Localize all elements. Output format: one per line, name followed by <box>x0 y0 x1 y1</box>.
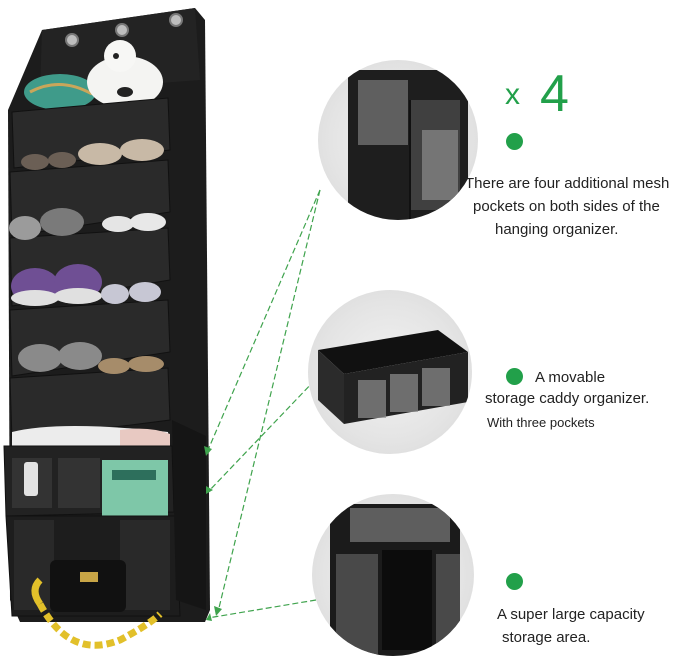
caption-storage-title: A super large capacity <box>497 606 645 623</box>
grommet <box>65 33 79 47</box>
caption-caddy-line: storage caddy organizer. <box>485 390 650 407</box>
bullet-dot <box>506 573 523 590</box>
caption-storage-line: storage area. <box>502 629 591 646</box>
ball <box>24 74 96 110</box>
jump-rope <box>36 602 163 649</box>
detail-storage-area <box>312 494 474 656</box>
shoes-row-4 <box>18 342 164 374</box>
caption-line: pockets on both sides of the <box>473 198 660 215</box>
plush-bear <box>87 56 163 108</box>
bullet-dot <box>506 133 523 150</box>
caption-line: hanging organizer. <box>495 221 619 238</box>
grommet <box>169 13 183 27</box>
bullet-dot <box>506 368 523 385</box>
shoes-row-3 <box>11 264 161 306</box>
caption-line: There are four additional mesh <box>465 175 670 192</box>
shoes-row-2 <box>9 208 166 240</box>
callout-arrows <box>207 189 321 619</box>
detail-mesh-pockets <box>318 60 478 220</box>
badge-multiplier: x <box>505 78 520 111</box>
shoes-row-1 <box>21 139 164 170</box>
grommet <box>115 23 129 37</box>
caption-caddy-title: A movable <box>535 369 606 386</box>
towel <box>102 460 168 516</box>
caption-mesh-pockets: There are four additional mesh pockets o… <box>465 172 679 241</box>
bag <box>50 560 126 612</box>
caption-caddy-pockets: With three pockets <box>487 415 595 430</box>
detail-caddy <box>308 290 472 454</box>
badge-count: 4 <box>540 65 569 123</box>
